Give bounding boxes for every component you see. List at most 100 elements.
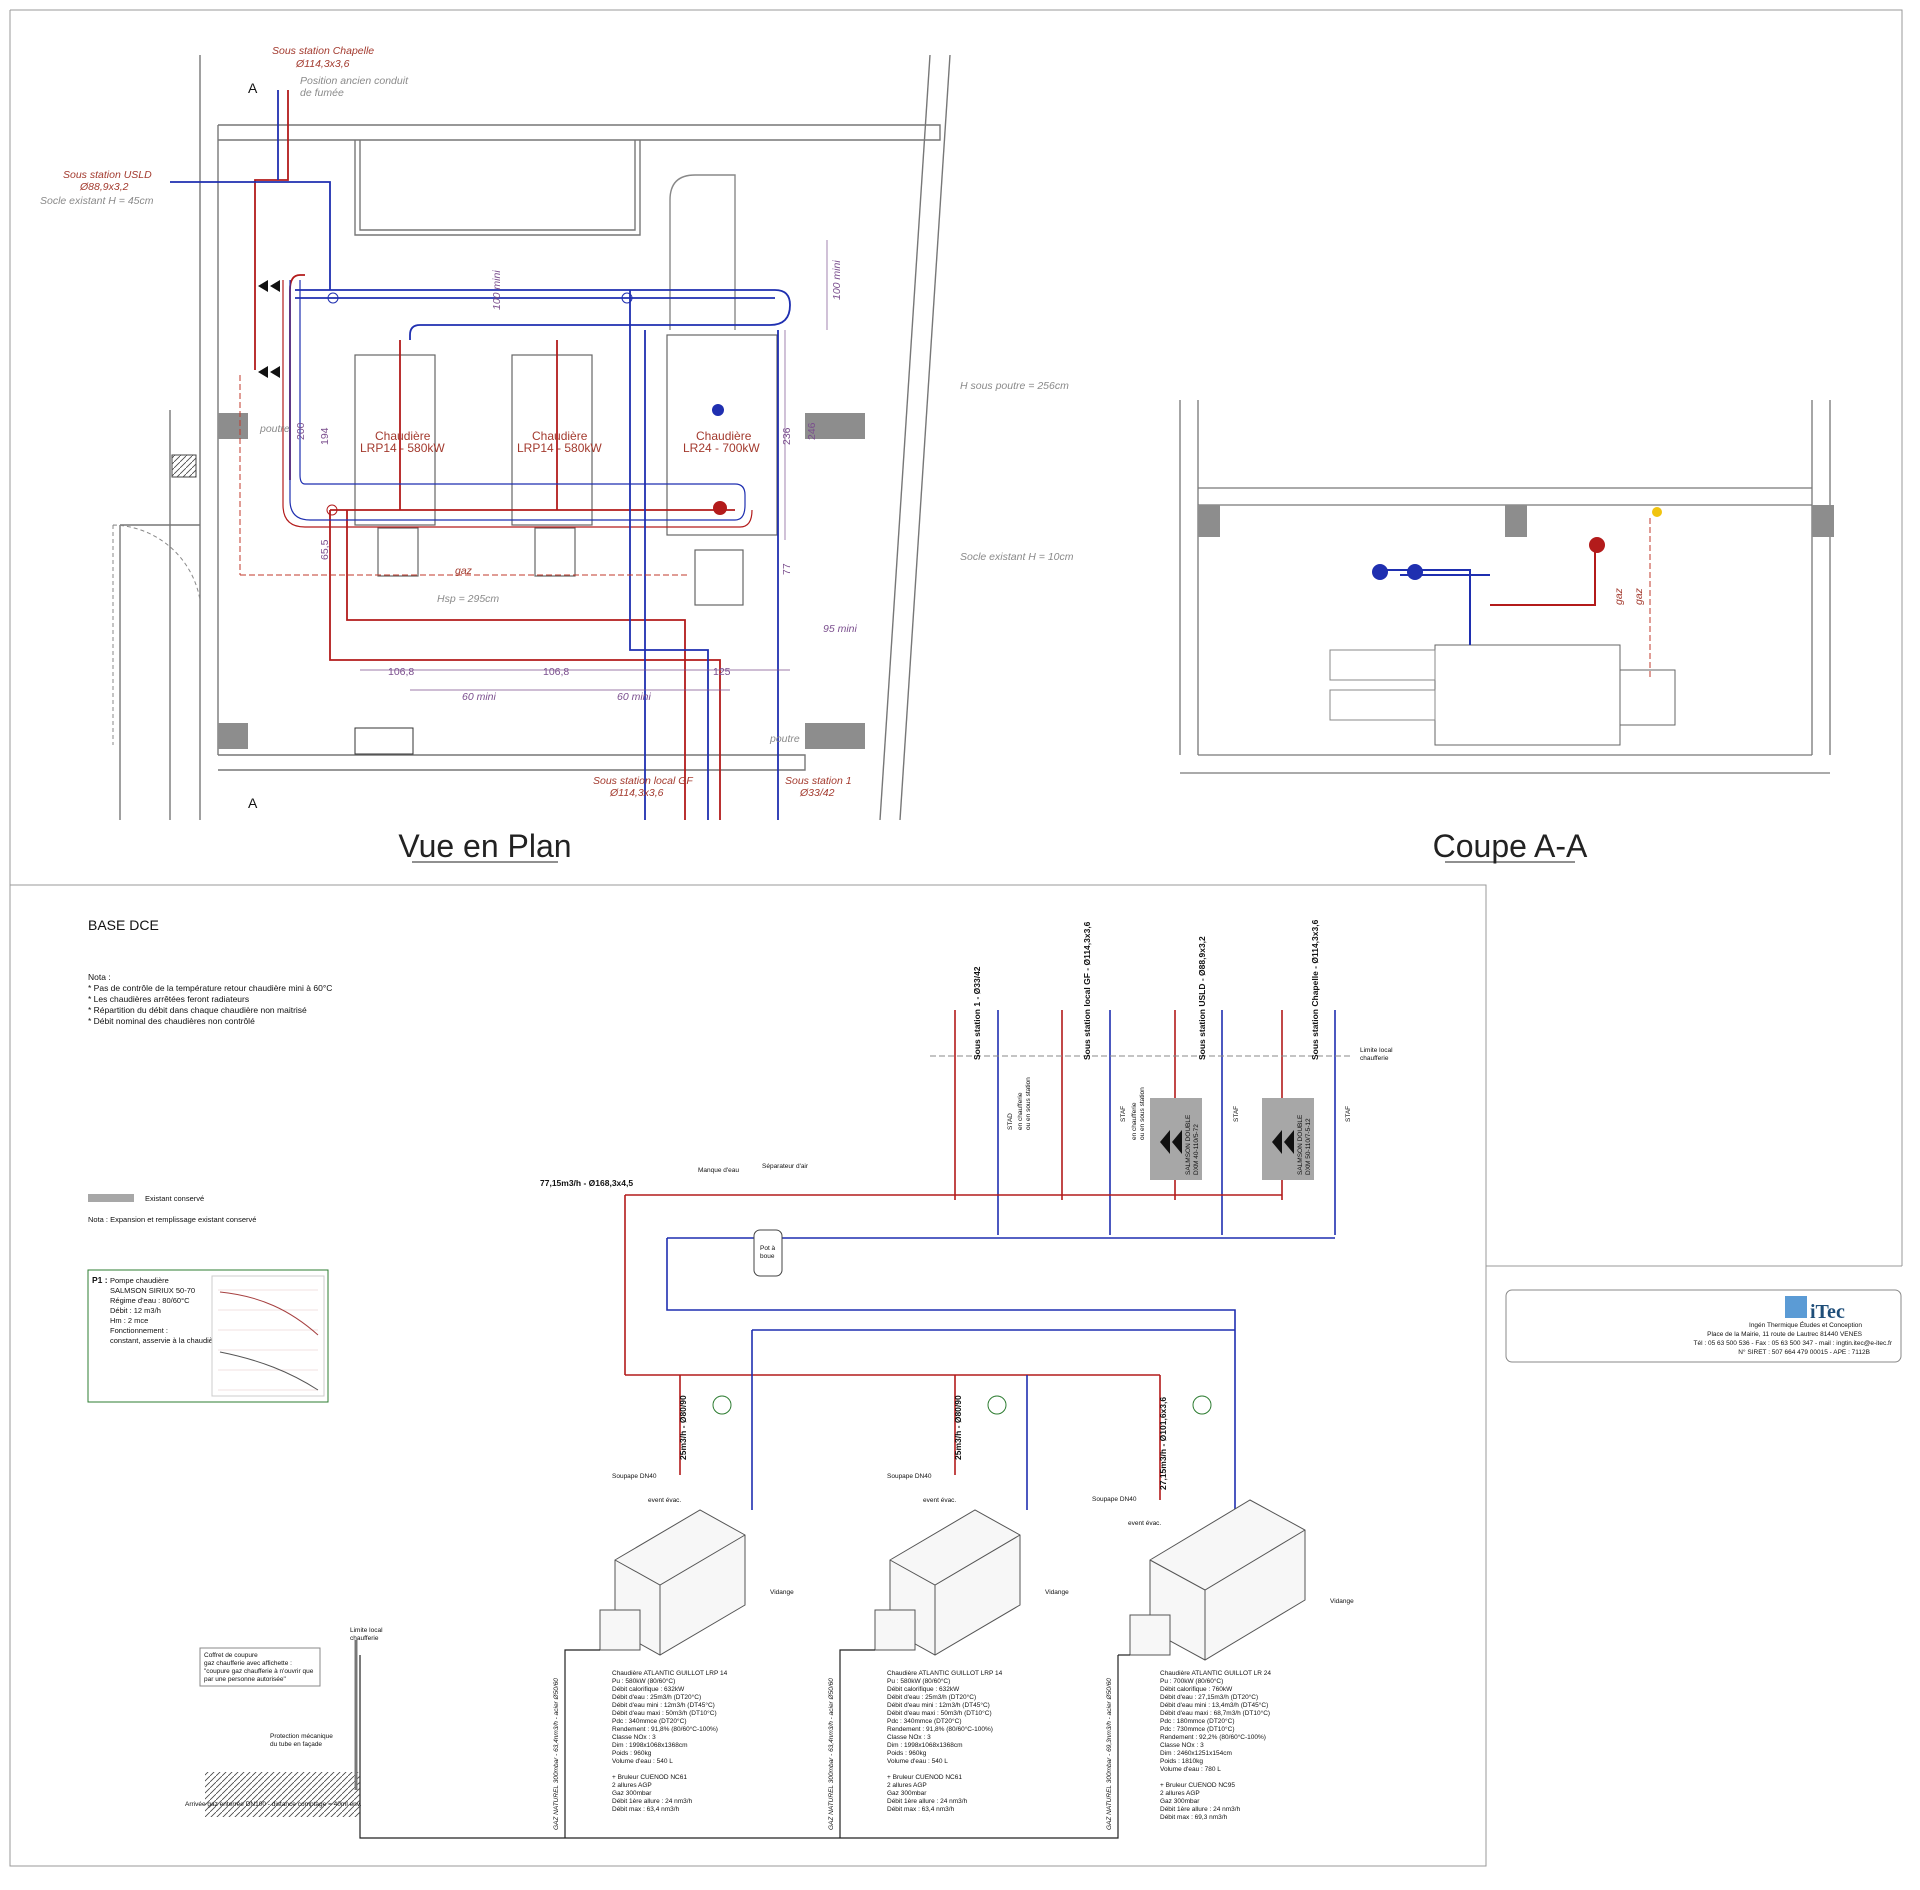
stad-note-1b: ou en sous station [1139, 1087, 1146, 1140]
salmson-1b: DXM 40-110/5-72 [1193, 1124, 1200, 1175]
electrical-panel [171, 454, 197, 478]
boiler-spec-3: Chaudière ATLANTIC GUILLOT LR 24 Pu : 70… [1160, 1670, 1273, 1821]
nota-2: * Les chaudières arrêtées feront radiate… [88, 994, 249, 1004]
section-mark-bottom: A [248, 795, 258, 811]
plan-supply-pipes [254, 90, 735, 820]
pot-1: boue [760, 1253, 775, 1260]
stad-note-1: ou en sous station [1025, 1077, 1032, 1130]
section-gaz-a: gaz [1613, 587, 1625, 605]
section-mark-top: A [248, 80, 258, 96]
dim-246: 246 [806, 422, 818, 440]
label-ss1: Sous station 1 [785, 775, 852, 787]
manque-eau: Manque d'eau [698, 1167, 739, 1174]
plan-gas-line [239, 375, 690, 576]
soupape-3: Soupape DN40 [1092, 1496, 1137, 1503]
dim-100-mini-a: 100 mini [491, 270, 503, 310]
coffret-1: gaz chaufferie avec affichette : [204, 1660, 292, 1667]
nota-4: * Débit nominal des chaudières non contr… [88, 1016, 255, 1026]
beam-left-bottom [218, 723, 248, 749]
schema: BASE DCE Nota : * Pas de contrôle de la … [87, 917, 1393, 1839]
boiler-spec-2: Chaudière ATLANTIC GUILLOT LRP 14 Pu : 5… [887, 1670, 1004, 1813]
pump-legend-6: Fonctionnement : [110, 1326, 168, 1335]
separateur: Séparateur d'air [762, 1163, 809, 1170]
coffret-2: "coupure gaz chaufferie à n'ouvrir que [204, 1668, 314, 1675]
label-usld-d: Ø88,9x3,2 [79, 181, 129, 193]
pump-icons [258, 280, 280, 378]
section-view: gaz gaz Coupe A-A [1179, 400, 1834, 864]
company-block: iTec Ingén Thermique Études et Conceptio… [1505, 1289, 1902, 1363]
pump-legend-0: P1 : [92, 1275, 108, 1285]
dim-60-mini-b: 60 mini [617, 691, 652, 703]
section-boiler [1434, 644, 1621, 746]
stad-note-0b: en chaufferie [1131, 1102, 1138, 1140]
valve-icon [326, 504, 338, 516]
coffret-3: par une personne autorisée" [204, 1676, 287, 1683]
label-ss1-d: Ø33/42 [799, 787, 835, 799]
nota-0: Nota : [88, 972, 111, 982]
limite2-1: chaufferie [350, 1635, 379, 1642]
stad-label: STAD [1007, 1113, 1014, 1130]
p1-pumps [712, 1395, 1212, 1415]
pump-legend-7: constant, asservie à la chaudière [110, 1336, 220, 1345]
event-2: event évac. [923, 1497, 956, 1504]
label-ancien1: Position ancien conduit [300, 75, 409, 87]
soupape-2: Soupape DN40 [887, 1473, 932, 1480]
plan-boiler-1-model: LRP14 - 580kW [360, 441, 445, 455]
company-line-1: Place de la Mairie, 11 route de Lautrec … [1707, 1331, 1863, 1338]
dim-106-8-a: 106,8 [388, 666, 414, 678]
protection-0: Protection mécanique [270, 1733, 333, 1740]
sheet-frames [9, 9, 1903, 1867]
label-chapelle-d: Ø114,3x3,6 [295, 58, 350, 70]
company-line-2: Tél : 05 63 500 536 - Fax : 05 63 500 34… [1694, 1340, 1893, 1347]
section-title: Coupe A-A [1433, 828, 1588, 864]
beam-right-bottom [805, 723, 865, 749]
label-poutre-2: poutre [769, 733, 800, 745]
limite-0: Limite local [1360, 1047, 1393, 1054]
collectors [624, 1194, 1335, 1510]
boiler-drawing-3 [1129, 1499, 1306, 1661]
boiler-flow-2: 25m3/h - Ø80/90 [953, 1395, 963, 1460]
station-1: Sous station local GF - Ø114,3x3,6 [1082, 921, 1092, 1060]
plan-dim-lines [360, 240, 828, 691]
coffret-box [199, 1647, 321, 1687]
base-dce: BASE DCE [88, 917, 159, 933]
flue-duct [669, 174, 736, 330]
vidange-2: Vidange [1045, 1589, 1069, 1596]
dim-65-5: 65,5 [319, 539, 331, 560]
valve-icon [327, 292, 339, 304]
dim-125: 125 [713, 666, 731, 678]
staf-label-1: STAF [1120, 1106, 1127, 1122]
coffret-0: Coffret de coupure [204, 1652, 258, 1659]
staf-label-3: STAF [1345, 1106, 1352, 1122]
pot-0: Pot à [760, 1245, 776, 1252]
pump-legend-1: Pompe chaudière [110, 1276, 169, 1285]
valve-icon [713, 501, 727, 515]
plan-boiler-2-name: Chaudière [532, 429, 588, 443]
vidange-3: Vidange [1330, 1598, 1354, 1605]
plan-boiler-3-name: Chaudière [696, 429, 752, 443]
label-usld: Sous station USLD [63, 169, 152, 181]
station-0: Sous station 1 - Ø33/42 [972, 966, 982, 1060]
label-ancien2: de fumée [300, 87, 344, 99]
dim-200: 200 [295, 422, 307, 440]
pump-legend-5: Hm : 2 mce [110, 1316, 148, 1325]
dim-236: 236 [781, 427, 793, 445]
plan-title: Vue en Plan [398, 828, 571, 864]
arrivee: Arrivée gaz enterrée DN100 - distance co… [185, 1801, 362, 1808]
salmson-2b: DXM 50-110/7-5-12 [1305, 1118, 1312, 1175]
staf-label-2: STAF [1233, 1106, 1240, 1122]
legend-existant: Existant conservé [145, 1194, 204, 1203]
gas-branch-3: GAZ NATUREL 300mbar - 69,3nm3/h - acier … [1106, 1678, 1113, 1830]
plan-view: A A Sous station Chapelle Ø114,3x3,6 Pos… [40, 45, 1074, 864]
salmson-2a: SALMSON DOUBLE [1297, 1114, 1304, 1175]
company-line-3: N° SIRET : 507 664 479 00015 - APE : 711… [1738, 1348, 1870, 1356]
label-localgf-d: Ø114,3x3,6 [609, 787, 664, 799]
boiler-flow-1: 25m3/h - Ø80/90 [678, 1395, 688, 1460]
stad-note-0: en chaufferie [1017, 1092, 1024, 1130]
dim-106-8-b: 106,8 [543, 666, 569, 678]
beam-left [218, 413, 248, 439]
label-chapelle: Sous station Chapelle [272, 45, 374, 57]
electrical-box [354, 727, 414, 755]
vidange-1: Vidange [770, 1589, 794, 1596]
limite2-0: Limite local [350, 1627, 383, 1634]
